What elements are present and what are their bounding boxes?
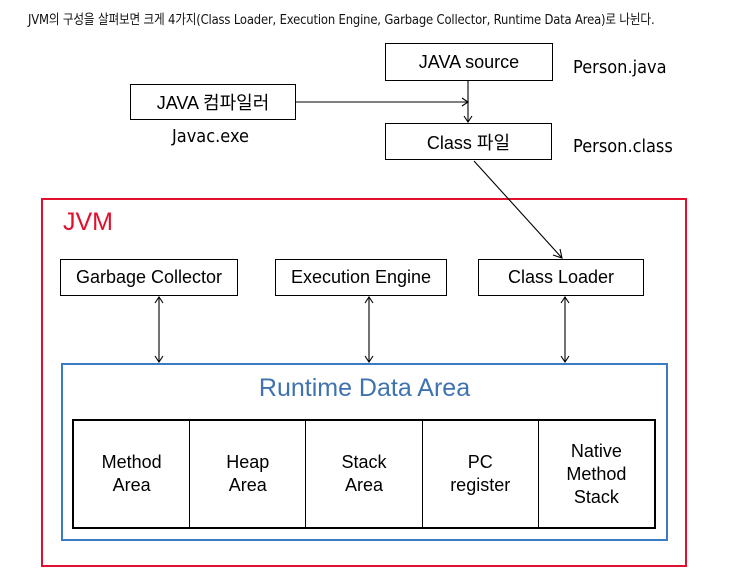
- class-filename: Person.class: [573, 136, 673, 157]
- java-source-box: JAVA source: [385, 43, 553, 81]
- java-compiler-label: JAVA 컴파일러: [156, 93, 270, 113]
- class-loader-box: Class Loader: [478, 259, 644, 296]
- arrowhead-icon: [463, 115, 473, 123]
- runtime-data-area-title: Runtime Data Area: [258, 374, 471, 402]
- arrowhead-icon: [461, 97, 469, 107]
- garbage-collector-label: Garbage Collector: [75, 267, 223, 287]
- execution-engine-box: Execution Engine: [275, 259, 447, 296]
- stack-area-cell: Stack Area: [306, 421, 423, 527]
- runtime-data-area-frame: [61, 363, 668, 541]
- runtime-data-area-table: Method Area Heap Area Stack Area PC regi…: [72, 419, 656, 529]
- native-method-stack-cell: Native Method Stack: [566, 440, 627, 507]
- jvm-frame: [41, 198, 687, 567]
- java-compiler-box: JAVA 컴파일러: [130, 84, 296, 120]
- execution-engine-label: Execution Engine: [290, 267, 432, 287]
- javac-exe-label: Javac.exe: [172, 126, 250, 147]
- garbage-collector-box: Garbage Collector: [60, 259, 238, 296]
- class-file-box: Class 파일: [385, 123, 552, 160]
- class-file-label: Class 파일: [426, 132, 511, 153]
- java-source-label: JAVA source: [418, 51, 520, 72]
- method-area-cell: Method Area: [74, 421, 191, 527]
- jvm-title: JVM: [63, 208, 113, 236]
- caption-text: JVM의 구성을 살펴보면 크게 4가지(Class Loader, Execu…: [28, 12, 655, 28]
- java-source-filename: Person.java: [573, 57, 667, 78]
- class-loader-label: Class Loader: [507, 267, 615, 287]
- pc-register-cell: PC register: [423, 421, 539, 527]
- heap-area-cell: Heap Area: [190, 421, 307, 527]
